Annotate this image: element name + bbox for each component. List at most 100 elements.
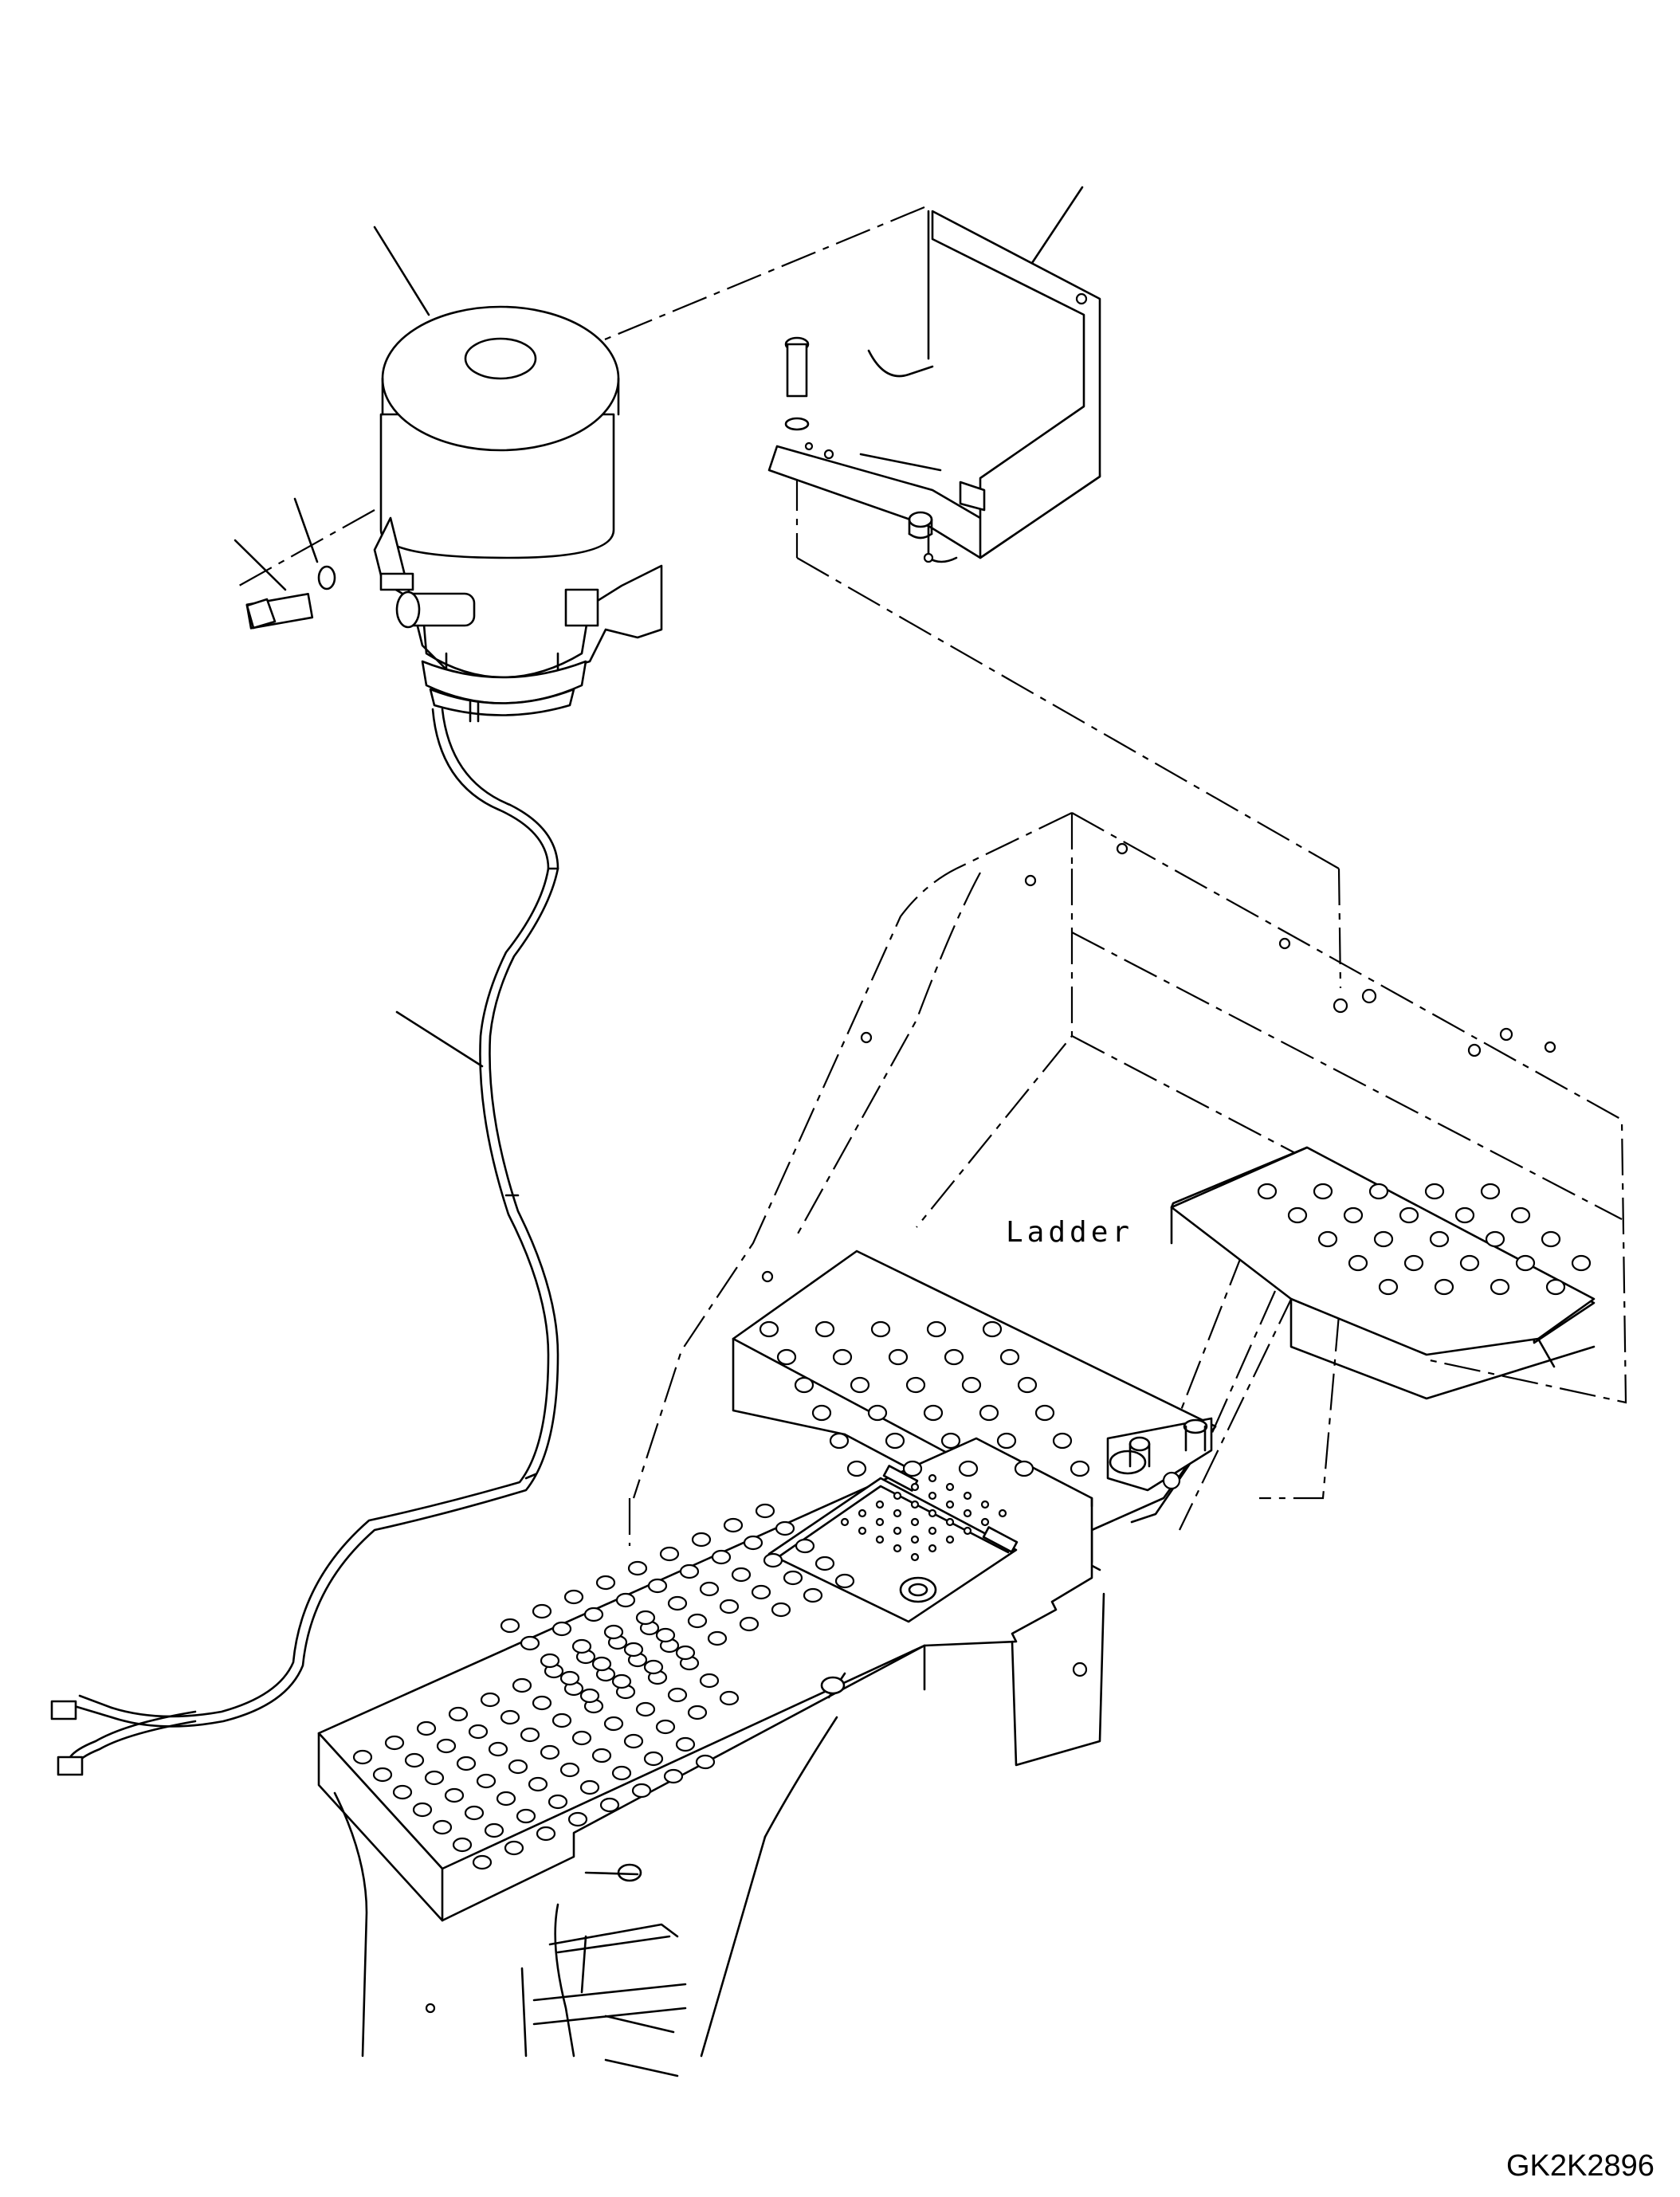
- perforation-hole: [623, 1642, 644, 1658]
- perforation-hole: [591, 1748, 612, 1763]
- perforation-hole: [840, 1517, 850, 1527]
- perforation-hole: [480, 1692, 500, 1708]
- perforation-hole: [803, 1587, 823, 1603]
- perforation-hole: [945, 1517, 955, 1527]
- perforation-hole: [926, 1320, 947, 1338]
- perforation-hole: [1480, 1183, 1501, 1200]
- perforation-hole: [643, 1751, 664, 1767]
- perforation-hole: [643, 1659, 664, 1675]
- washer-top: [784, 417, 810, 431]
- pump-cap-hole: [464, 337, 537, 380]
- perforation-hole: [591, 1656, 612, 1672]
- perforation-hole: [870, 1320, 891, 1338]
- ladder-frame-outline: [628, 812, 1627, 1546]
- perforation-hole: [1399, 1206, 1419, 1224]
- perforation-hole: [1490, 1278, 1510, 1296]
- perforation-hole: [771, 1602, 791, 1618]
- perforation-hole: [1571, 1254, 1592, 1272]
- perforation-hole: [1429, 1230, 1450, 1248]
- perforation-hole: [814, 1556, 835, 1571]
- perforation-hole: [875, 1500, 885, 1509]
- perforation-hole: [559, 1762, 580, 1778]
- perforation-hole: [998, 1508, 1007, 1518]
- perforation-hole: [763, 1552, 783, 1568]
- perforation-hole: [739, 1616, 760, 1632]
- perforation-hole: [945, 1482, 955, 1492]
- perforation-hole: [811, 1404, 832, 1422]
- perforation-hole: [567, 1811, 588, 1827]
- perforation-hole: [707, 1630, 728, 1646]
- perforation-hole: [945, 1535, 955, 1544]
- perforation-hole: [1541, 1230, 1561, 1248]
- perforation-hole: [963, 1508, 972, 1518]
- perforation-hole: [663, 1768, 684, 1784]
- perforation-hole: [484, 1822, 504, 1838]
- perforation-hole: [858, 1508, 867, 1518]
- perforation-hole: [416, 1720, 437, 1736]
- perforation-hole: [627, 1560, 648, 1576]
- perforation-hole: [551, 1712, 572, 1728]
- perforation-hole: [476, 1773, 497, 1789]
- assembly-centerlines: [238, 206, 1342, 989]
- perforation-hole: [1378, 1278, 1399, 1296]
- perforation-hole: [699, 1581, 720, 1597]
- perforation-hole: [603, 1624, 624, 1640]
- perforation-hole: [795, 1538, 815, 1554]
- perforation-hole: [928, 1473, 937, 1483]
- upper-step: [1170, 1146, 1596, 1400]
- perforation-hole: [719, 1690, 740, 1706]
- perforation-hole: [875, 1535, 885, 1544]
- leader-lines: [234, 186, 1084, 1068]
- perforation-hole: [532, 1603, 552, 1619]
- perforation-hole: [631, 1783, 652, 1799]
- perforation-hole: [945, 1500, 955, 1509]
- lower-ladder-rungs: [425, 1923, 687, 2077]
- perforation-hole: [759, 1320, 779, 1338]
- perforation-hole: [611, 1765, 632, 1781]
- perforation-hole: [1459, 1254, 1480, 1272]
- perforation-hole: [979, 1404, 999, 1422]
- perforation-hole: [444, 1787, 465, 1803]
- perforation-hole: [571, 1730, 592, 1746]
- perforation-hole: [1485, 1230, 1505, 1248]
- perforation-hole: [723, 1517, 744, 1533]
- perforation-hole: [667, 1687, 688, 1703]
- perforation-hole: [731, 1567, 752, 1583]
- perforation-hole: [1454, 1206, 1475, 1224]
- perforation-hole: [536, 1826, 556, 1842]
- perforation-hole: [982, 1320, 1003, 1338]
- pump-port-right: [564, 588, 599, 627]
- perforation-hole: [1403, 1254, 1424, 1272]
- perforation-hole: [902, 1460, 923, 1477]
- perforation-hole: [516, 1808, 536, 1824]
- perforation-hole: [1348, 1254, 1368, 1272]
- perforation-hole: [1343, 1206, 1364, 1224]
- perforation-hole: [520, 1635, 540, 1651]
- ladder-label: Ladder: [1006, 1216, 1134, 1249]
- perforation-hole: [667, 1595, 688, 1611]
- perforation-hole: [675, 1736, 696, 1752]
- perforation-hole: [432, 1819, 453, 1835]
- perforation-hole: [540, 1653, 560, 1669]
- perforation-hole: [687, 1613, 708, 1629]
- drawing-number: GK2K2896: [1506, 2149, 1654, 2183]
- perforation-hole: [910, 1482, 920, 1492]
- grease-pump: [373, 305, 663, 723]
- connector-1: [50, 1700, 77, 1720]
- perforation-hole: [885, 1432, 905, 1450]
- perforation-hole: [1545, 1278, 1566, 1296]
- perforation-hole: [563, 1589, 584, 1605]
- perforation-hole: [488, 1741, 508, 1757]
- perforation-hole: [504, 1840, 524, 1856]
- perforation-hole: [611, 1673, 632, 1689]
- perforation-hole: [392, 1784, 413, 1800]
- perforation-hole: [655, 1627, 676, 1643]
- perforation-hole: [980, 1517, 990, 1527]
- perforation-hole: [1313, 1183, 1333, 1200]
- perforation-hole: [559, 1670, 580, 1686]
- perforation-hole: [893, 1526, 902, 1536]
- perforation-hole: [579, 1779, 600, 1795]
- perforation-hole: [679, 1563, 700, 1579]
- perforation-hole: [452, 1837, 473, 1853]
